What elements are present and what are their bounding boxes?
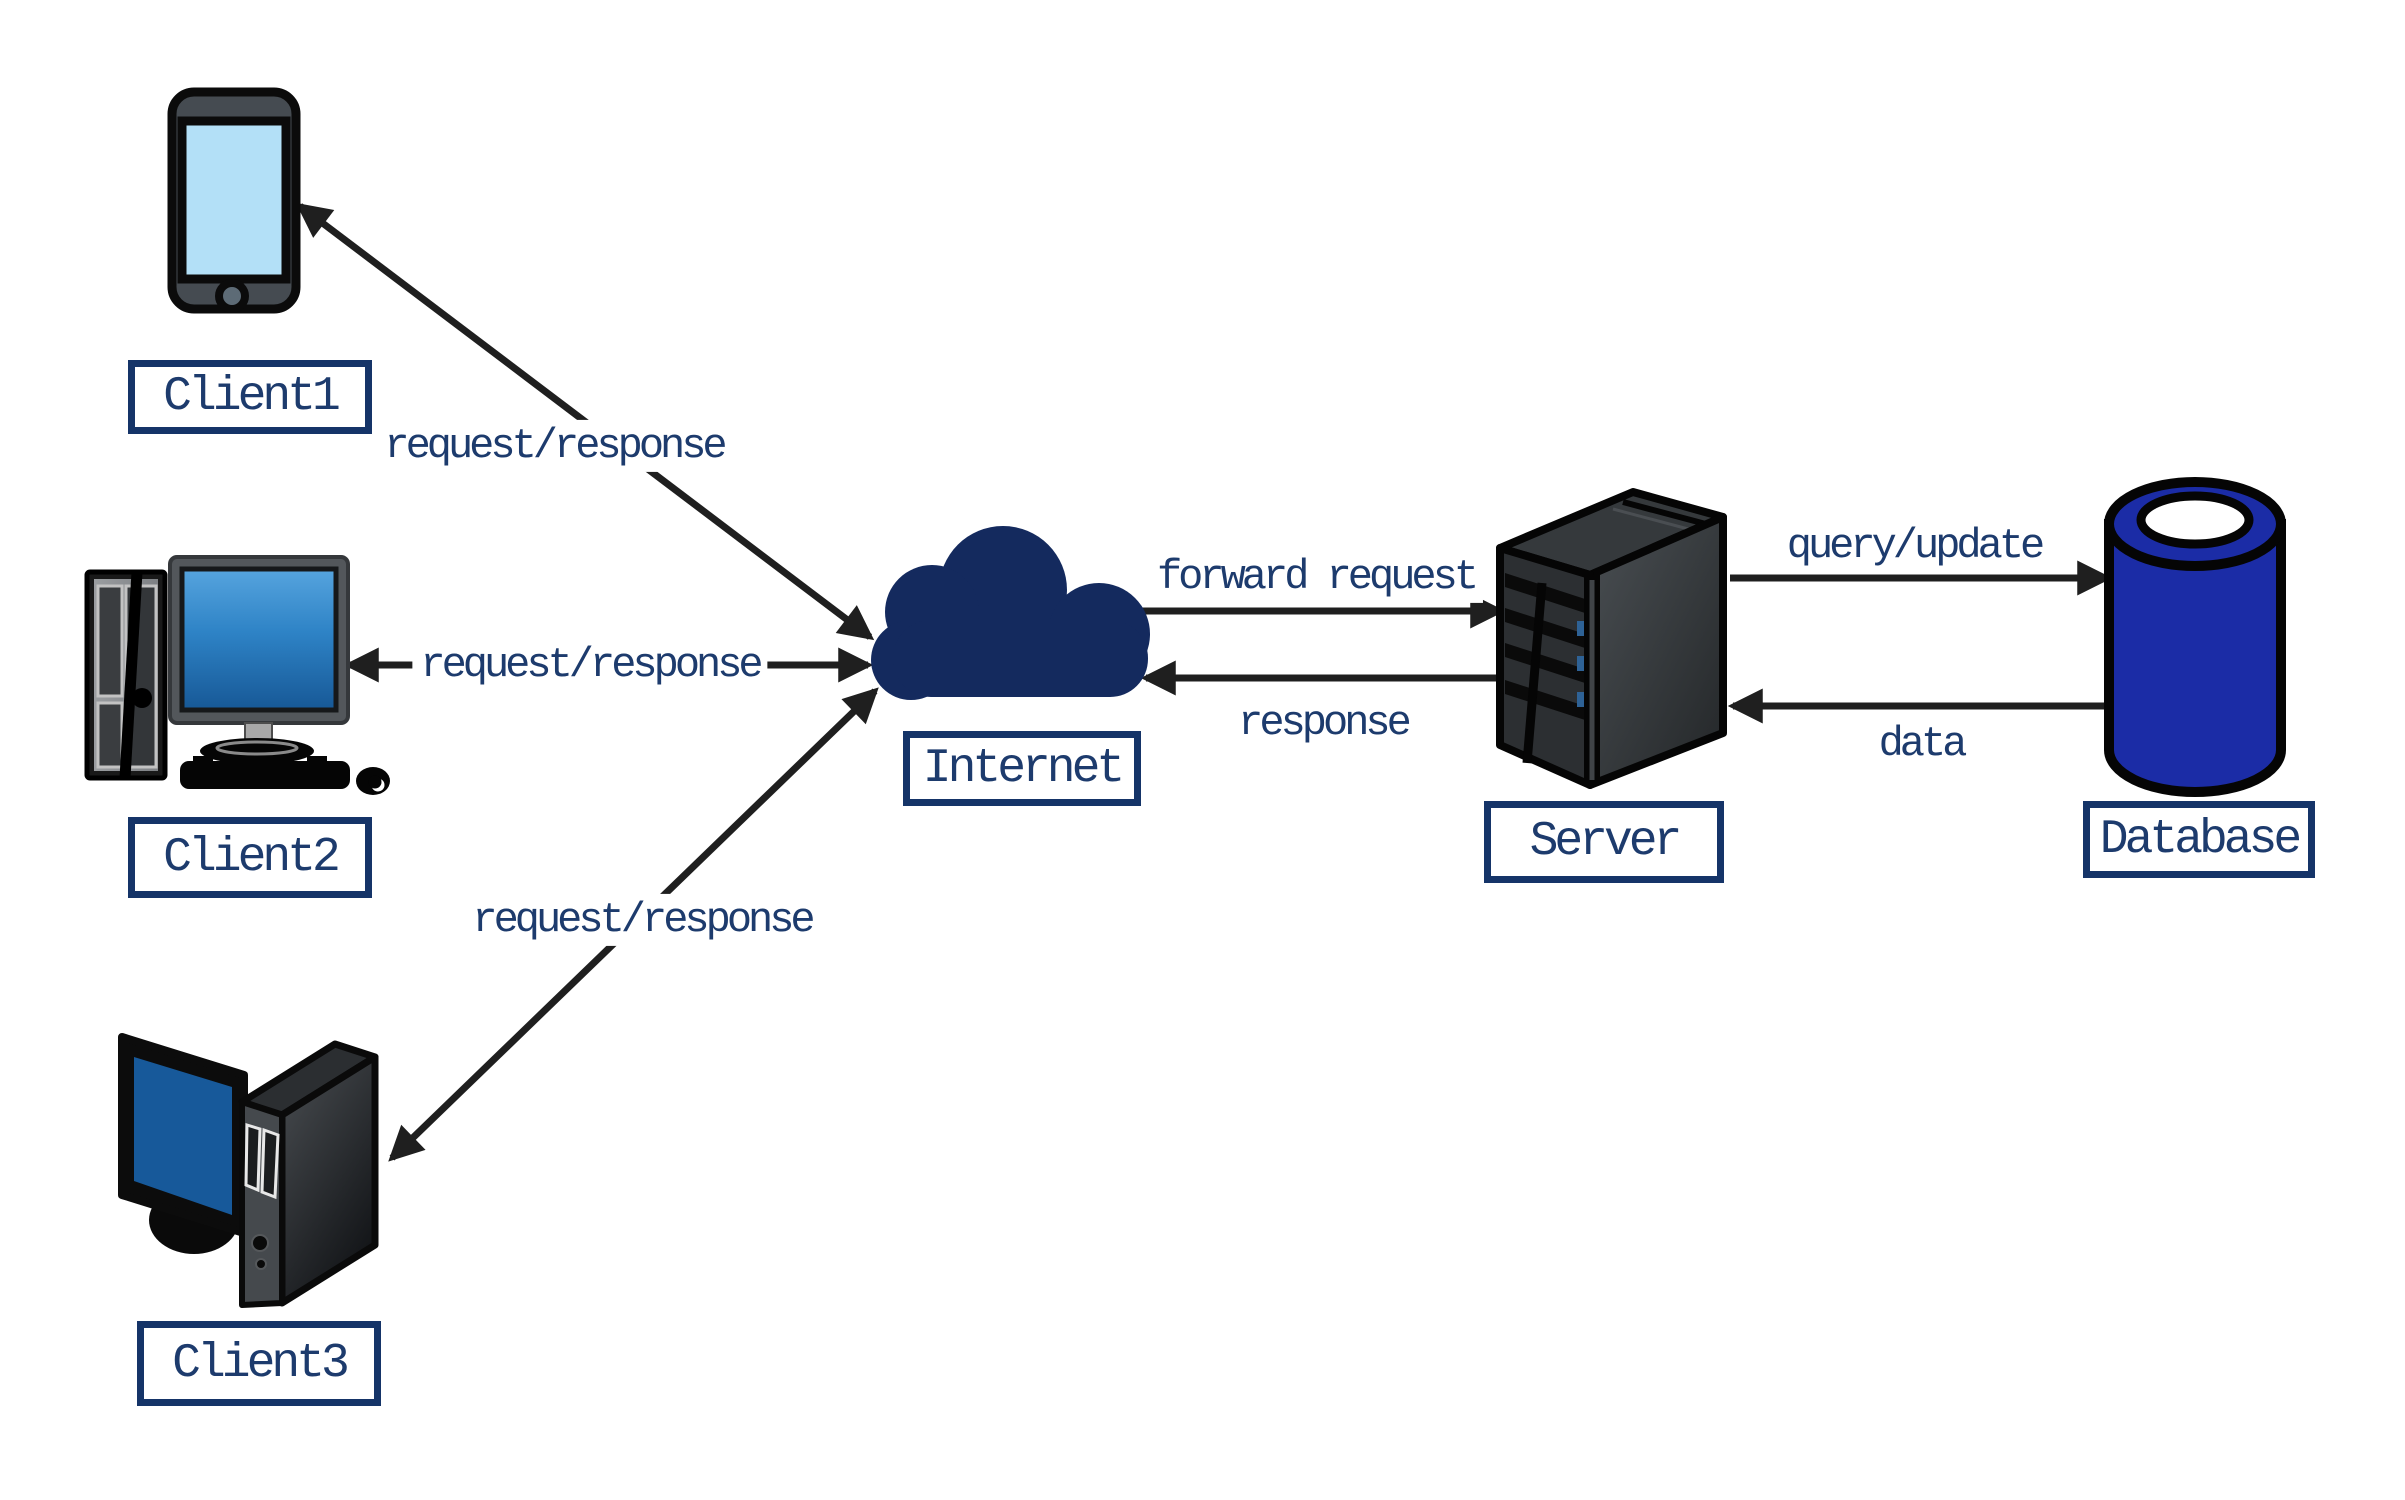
server-vent <box>1505 643 1585 683</box>
edge-label-client3-internet: request/response <box>464 893 820 947</box>
mouse <box>356 767 390 795</box>
edge-label-client2-internet: request/response <box>412 638 768 692</box>
server-tower-icon <box>1496 488 1727 789</box>
drive-bay <box>244 1122 262 1193</box>
edge-label-response: response <box>1230 696 1416 750</box>
node-label-client1: Client1 <box>128 360 372 434</box>
smartphone-icon <box>167 87 301 314</box>
edge-label-forward-request: forward request <box>1148 550 1484 604</box>
server-vent <box>1505 680 1585 720</box>
edge-label-data: data <box>1870 717 1972 771</box>
node-label-client3: Client3 <box>137 1321 381 1406</box>
phone-home-button <box>215 279 249 313</box>
node-label-client2: Client2 <box>128 817 372 898</box>
keyboard <box>180 761 350 789</box>
database-opening <box>2136 491 2254 549</box>
drive-bay <box>260 1127 280 1200</box>
edge-label-client1-internet: request/response <box>376 419 732 473</box>
cloud-icon <box>871 526 1150 700</box>
edge-label-query-update: query/update <box>1778 519 2050 573</box>
server-vent <box>1505 608 1585 648</box>
node-label-server: Server <box>1484 801 1724 883</box>
node-label-database: Database <box>2083 801 2315 878</box>
workstation-computer-icon <box>118 1033 379 1308</box>
node-label-internet: Internet <box>903 731 1141 806</box>
tower-power-button <box>132 688 152 708</box>
database-cylinder-icon <box>2104 477 2286 797</box>
desktop-computer-icon <box>84 555 390 795</box>
